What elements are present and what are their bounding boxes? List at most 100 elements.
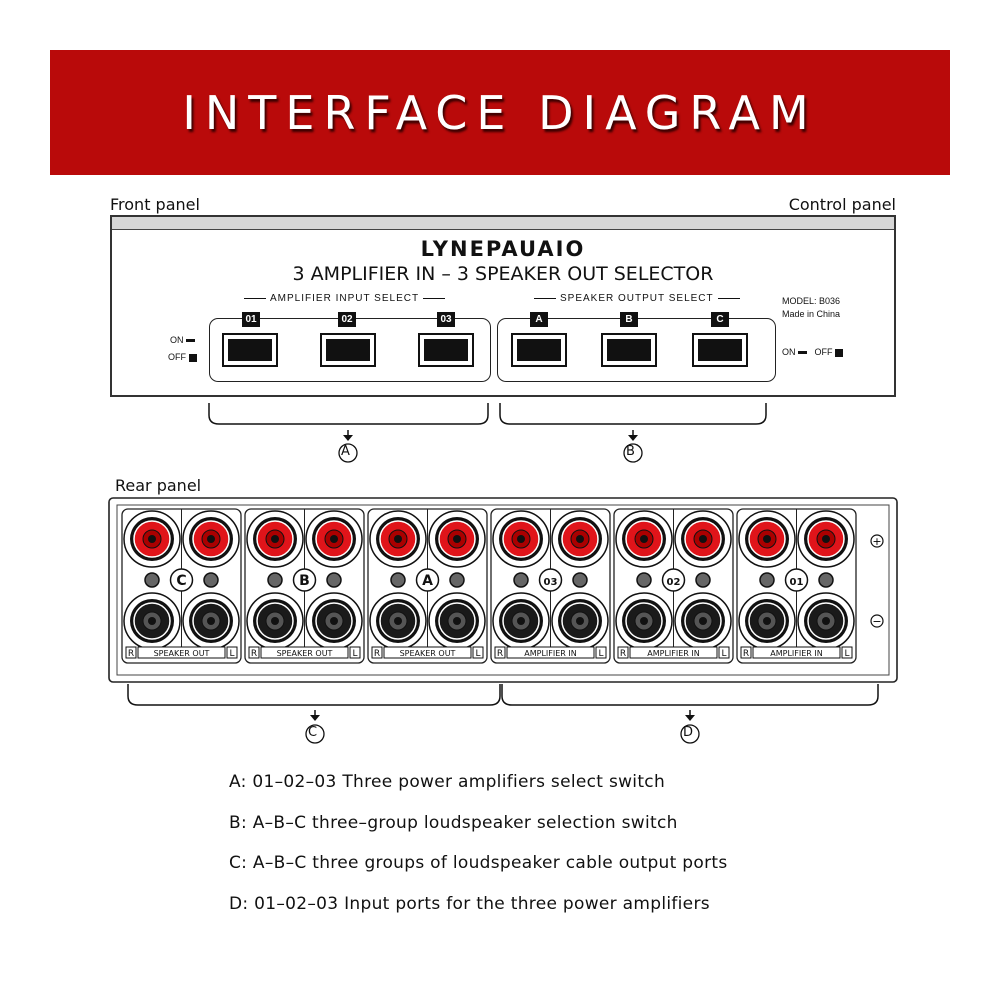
port-label: SPEAKER OUT — [400, 649, 456, 658]
indicator-dot — [203, 572, 219, 588]
l-label: L — [844, 649, 849, 659]
r-box — [248, 646, 260, 659]
on-indicator-left: ON — [170, 335, 196, 345]
speaker-switch-b[interactable] — [601, 333, 657, 367]
red-terminal — [428, 510, 486, 568]
minus-marker — [870, 614, 884, 628]
bracket-c — [127, 684, 501, 706]
amp-switch-03[interactable] — [418, 333, 474, 367]
speaker-switch-a[interactable] — [511, 333, 567, 367]
red-terminal — [246, 510, 304, 568]
red-terminal — [123, 510, 181, 568]
speaker-group-label: SPEAKER OUTPUT SELECT — [530, 293, 744, 304]
r-box — [617, 646, 629, 659]
callout-circle-a — [338, 443, 358, 463]
port-label-box — [260, 646, 349, 659]
speaker-switch-label-a: A — [530, 312, 548, 327]
port-label: AMPLIFIER IN — [524, 649, 576, 658]
port-label-box — [629, 646, 718, 659]
r-box — [740, 646, 752, 659]
amp-switch-02[interactable] — [320, 333, 376, 367]
l-box — [595, 646, 607, 659]
port-label: SPEAKER OUT — [277, 649, 333, 658]
indicator-dot — [513, 572, 529, 588]
banner-title: INTERFACE DIAGRAM — [182, 85, 818, 140]
speaker-switch-c[interactable] — [692, 333, 748, 367]
indicator-dot — [695, 572, 711, 588]
black-terminal — [492, 592, 550, 650]
indicator-dot — [572, 572, 588, 588]
l-box — [472, 646, 484, 659]
l-box — [718, 646, 730, 659]
port-label-box — [506, 646, 595, 659]
group-id-circle — [415, 568, 440, 592]
red-terminal — [305, 510, 363, 568]
l-label: L — [352, 649, 357, 659]
black-terminal — [123, 592, 181, 650]
group-id-circle — [784, 568, 809, 592]
made-in: Made in China — [782, 309, 841, 319]
port-label: AMPLIFIER IN — [647, 649, 699, 658]
amp-group-label: AMPLIFIER INPUT SELECT — [240, 293, 449, 304]
front-panel-label: Front panel — [110, 195, 200, 214]
product-subtitle: 3 AMPLIFIER IN – 3 SPEAKER OUT SELECTOR — [292, 263, 714, 285]
bracket-b — [499, 403, 767, 425]
amp-switch-label-02: 02 — [338, 312, 356, 327]
r-label: R — [743, 649, 749, 659]
callout-d-label: D — [683, 725, 694, 740]
group-id-label: A — [422, 573, 433, 589]
black-terminal — [674, 592, 732, 650]
legend-c: C: A–B–C three groups of loudspeaker cab… — [229, 853, 728, 873]
legend-a: A: 01–02–03 Three power amplifiers selec… — [229, 772, 666, 792]
r-label: R — [497, 649, 503, 659]
black-terminal — [551, 592, 609, 650]
callout-circle-c — [305, 724, 325, 744]
black-terminal — [246, 592, 304, 650]
black-terminal — [615, 592, 673, 650]
black-terminal — [797, 592, 855, 650]
amp-switch-01[interactable] — [222, 333, 278, 367]
arrowhead-a — [343, 435, 353, 441]
port-label: AMPLIFIER IN — [770, 649, 822, 658]
off-indicator-left: OFF — [168, 352, 197, 362]
indicator-dot — [267, 572, 283, 588]
group-id-label: 03 — [544, 577, 558, 588]
r-box — [125, 646, 137, 659]
group-id-circle — [169, 568, 194, 592]
rear-panel-label: Rear panel — [115, 476, 202, 495]
front-panel-top-strip — [112, 217, 894, 230]
indicator-dot — [390, 572, 406, 588]
callout-b-label: B — [626, 444, 635, 459]
group-id-label: 02 — [667, 577, 681, 588]
red-terminal — [738, 510, 796, 568]
port-label: SPEAKER OUT — [154, 649, 210, 658]
black-terminal — [428, 592, 486, 650]
brand-logo: LYNEPAUAIO — [420, 237, 586, 261]
port-label-box — [752, 646, 841, 659]
title-banner: INTERFACE DIAGRAM — [50, 50, 950, 175]
legend-d: D: 01–02–03 Input ports for the three po… — [229, 894, 710, 914]
l-label: L — [721, 649, 726, 659]
group-id-circle — [538, 568, 563, 592]
red-terminal — [674, 510, 732, 568]
speaker-switch-label-c: C — [711, 312, 729, 327]
legend-b: B: A–B–C three–group loudspeaker selecti… — [229, 813, 678, 833]
group-id-label: C — [176, 573, 186, 589]
l-label: L — [229, 649, 234, 659]
r-label: R — [251, 649, 257, 659]
group-id-circle — [292, 568, 317, 592]
red-terminal — [492, 510, 550, 568]
model-number: MODEL: B036 — [782, 296, 841, 306]
port-label-box — [383, 646, 472, 659]
red-terminal — [551, 510, 609, 568]
black-terminal — [369, 592, 427, 650]
speaker-switch-label-b: B — [620, 312, 638, 327]
on-off-indicator-right: ON OFF — [782, 347, 844, 357]
